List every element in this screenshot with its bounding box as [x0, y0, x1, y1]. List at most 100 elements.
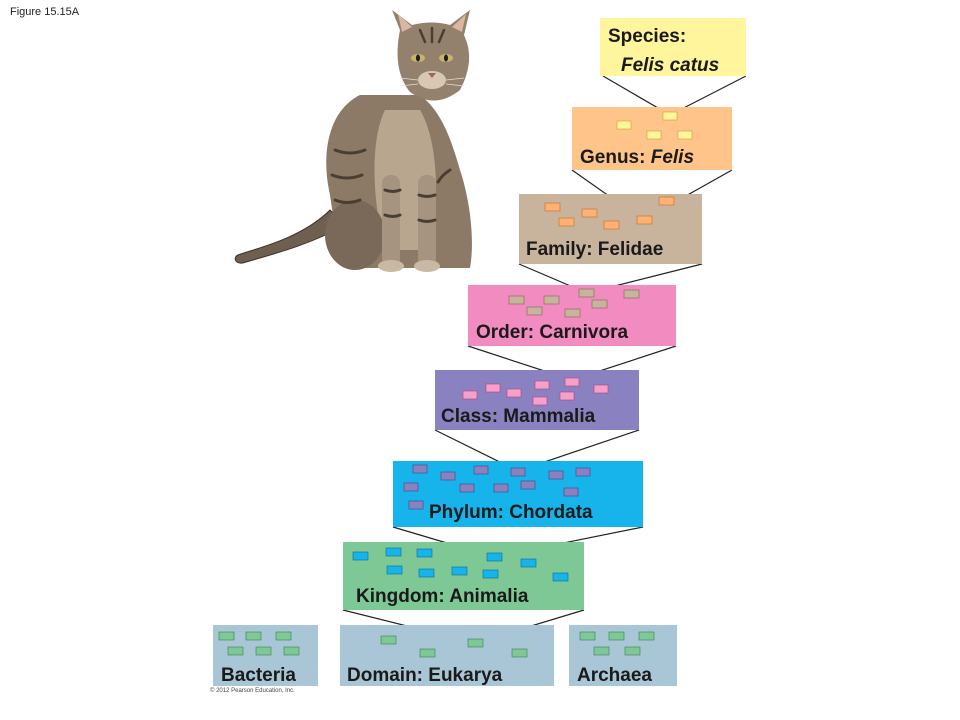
- copyright-notice: © 2012 Pearson Education, Inc.: [210, 688, 295, 694]
- phylum-members: [403, 464, 591, 510]
- order-label: Order: Carnivora: [476, 322, 628, 343]
- member-order: [564, 377, 580, 387]
- member-phylum: [385, 547, 402, 557]
- genus-name: Felis: [651, 147, 694, 168]
- member-class: [563, 487, 579, 497]
- phylum-label: Phylum: Chordata: [429, 502, 593, 523]
- member-class: [408, 500, 424, 510]
- class-level: Class: Mammalia: [435, 370, 639, 430]
- member-genus: [581, 208, 598, 218]
- member-family: [623, 289, 640, 299]
- member-phylum: [386, 565, 403, 575]
- member-kingdom: [467, 638, 484, 648]
- genus-label: Genus: Felis: [580, 147, 694, 168]
- family-label: Family: Felidae: [526, 239, 663, 260]
- member-phylum: [482, 569, 499, 579]
- eukarya-label: Domain: Eukarya: [347, 665, 503, 686]
- figure-label: Figure 15.15A: [10, 6, 80, 18]
- member-kingdom: [579, 631, 596, 641]
- cat-illustration: [234, 10, 472, 272]
- member-kingdom: [380, 635, 397, 645]
- class-members: [462, 377, 609, 406]
- family-members: [544, 196, 675, 230]
- member-kingdom: [218, 631, 235, 641]
- member-species: [662, 111, 678, 121]
- member-phylum: [418, 568, 435, 578]
- member-kingdom: [245, 631, 262, 641]
- member-species: [677, 130, 693, 140]
- member-family: [543, 295, 560, 305]
- kingdom-label: Kingdom: Animalia: [356, 586, 529, 607]
- bacteria-members: [218, 631, 300, 656]
- kingdom-members: [352, 547, 569, 582]
- member-genus: [544, 202, 561, 212]
- member-kingdom: [419, 648, 436, 658]
- member-order: [593, 384, 609, 394]
- species-level: Species: Felis catus: [600, 18, 746, 76]
- order-level: Order: Carnivora: [468, 285, 676, 346]
- member-kingdom: [255, 646, 272, 656]
- member-phylum: [416, 548, 433, 558]
- member-genus: [558, 217, 575, 227]
- member-order: [559, 391, 575, 401]
- archaea-members: [579, 631, 655, 656]
- archaea-label: Archaea: [577, 665, 652, 686]
- member-genus: [636, 215, 653, 225]
- member-class: [473, 465, 489, 475]
- member-genus: [658, 196, 675, 206]
- member-phylum: [552, 572, 569, 582]
- member-kingdom: [593, 646, 610, 656]
- genus-level: Genus: Felis: [572, 107, 732, 170]
- member-kingdom: [608, 631, 625, 641]
- member-order: [462, 390, 478, 400]
- member-phylum: [451, 566, 468, 576]
- member-family: [591, 299, 608, 309]
- member-class: [575, 467, 591, 477]
- kingdom-level: Kingdom: Animalia: [343, 542, 584, 610]
- species-name: Felis catus: [621, 55, 719, 76]
- member-order: [506, 388, 522, 398]
- member-class: [493, 483, 509, 493]
- species-box: [600, 18, 746, 76]
- family-level: Family: Felidae: [519, 194, 702, 264]
- member-class: [510, 467, 526, 477]
- member-kingdom: [227, 646, 244, 656]
- class-label: Class: Mammalia: [441, 406, 596, 427]
- member-family: [578, 288, 595, 298]
- member-family: [508, 295, 525, 305]
- member-species: [616, 120, 632, 130]
- eukarya-members: [380, 635, 528, 658]
- phylum-level: Phylum: Chordata: [393, 461, 643, 527]
- member-class: [548, 470, 564, 480]
- order-members: [508, 288, 640, 318]
- bacteria-label: Bacteria: [221, 665, 296, 686]
- member-class: [412, 464, 428, 474]
- member-class: [520, 480, 536, 490]
- member-kingdom: [283, 646, 300, 656]
- member-kingdom: [638, 631, 655, 641]
- member-phylum: [352, 551, 369, 561]
- species-prefix: Species:: [608, 26, 686, 47]
- member-family: [564, 308, 581, 318]
- member-phylum: [486, 552, 503, 562]
- bacteria-domain: Bacteria: [213, 625, 318, 686]
- genus-members: [616, 111, 693, 140]
- kingdom-box: [343, 542, 584, 610]
- member-kingdom: [511, 648, 528, 658]
- member-phylum: [520, 558, 537, 568]
- member-order: [532, 396, 548, 406]
- member-genus: [603, 220, 620, 230]
- member-species: [646, 130, 662, 140]
- genus-prefix: Genus:: [580, 147, 651, 168]
- member-class: [459, 483, 475, 493]
- member-kingdom: [275, 631, 292, 641]
- member-kingdom: [624, 646, 641, 656]
- member-class: [403, 482, 419, 492]
- member-class: [440, 471, 456, 481]
- member-family: [526, 306, 543, 316]
- member-order: [534, 380, 550, 390]
- archaea-domain: Archaea: [569, 625, 677, 686]
- eukarya-domain: Domain: Eukarya: [340, 625, 554, 686]
- member-order: [485, 383, 501, 393]
